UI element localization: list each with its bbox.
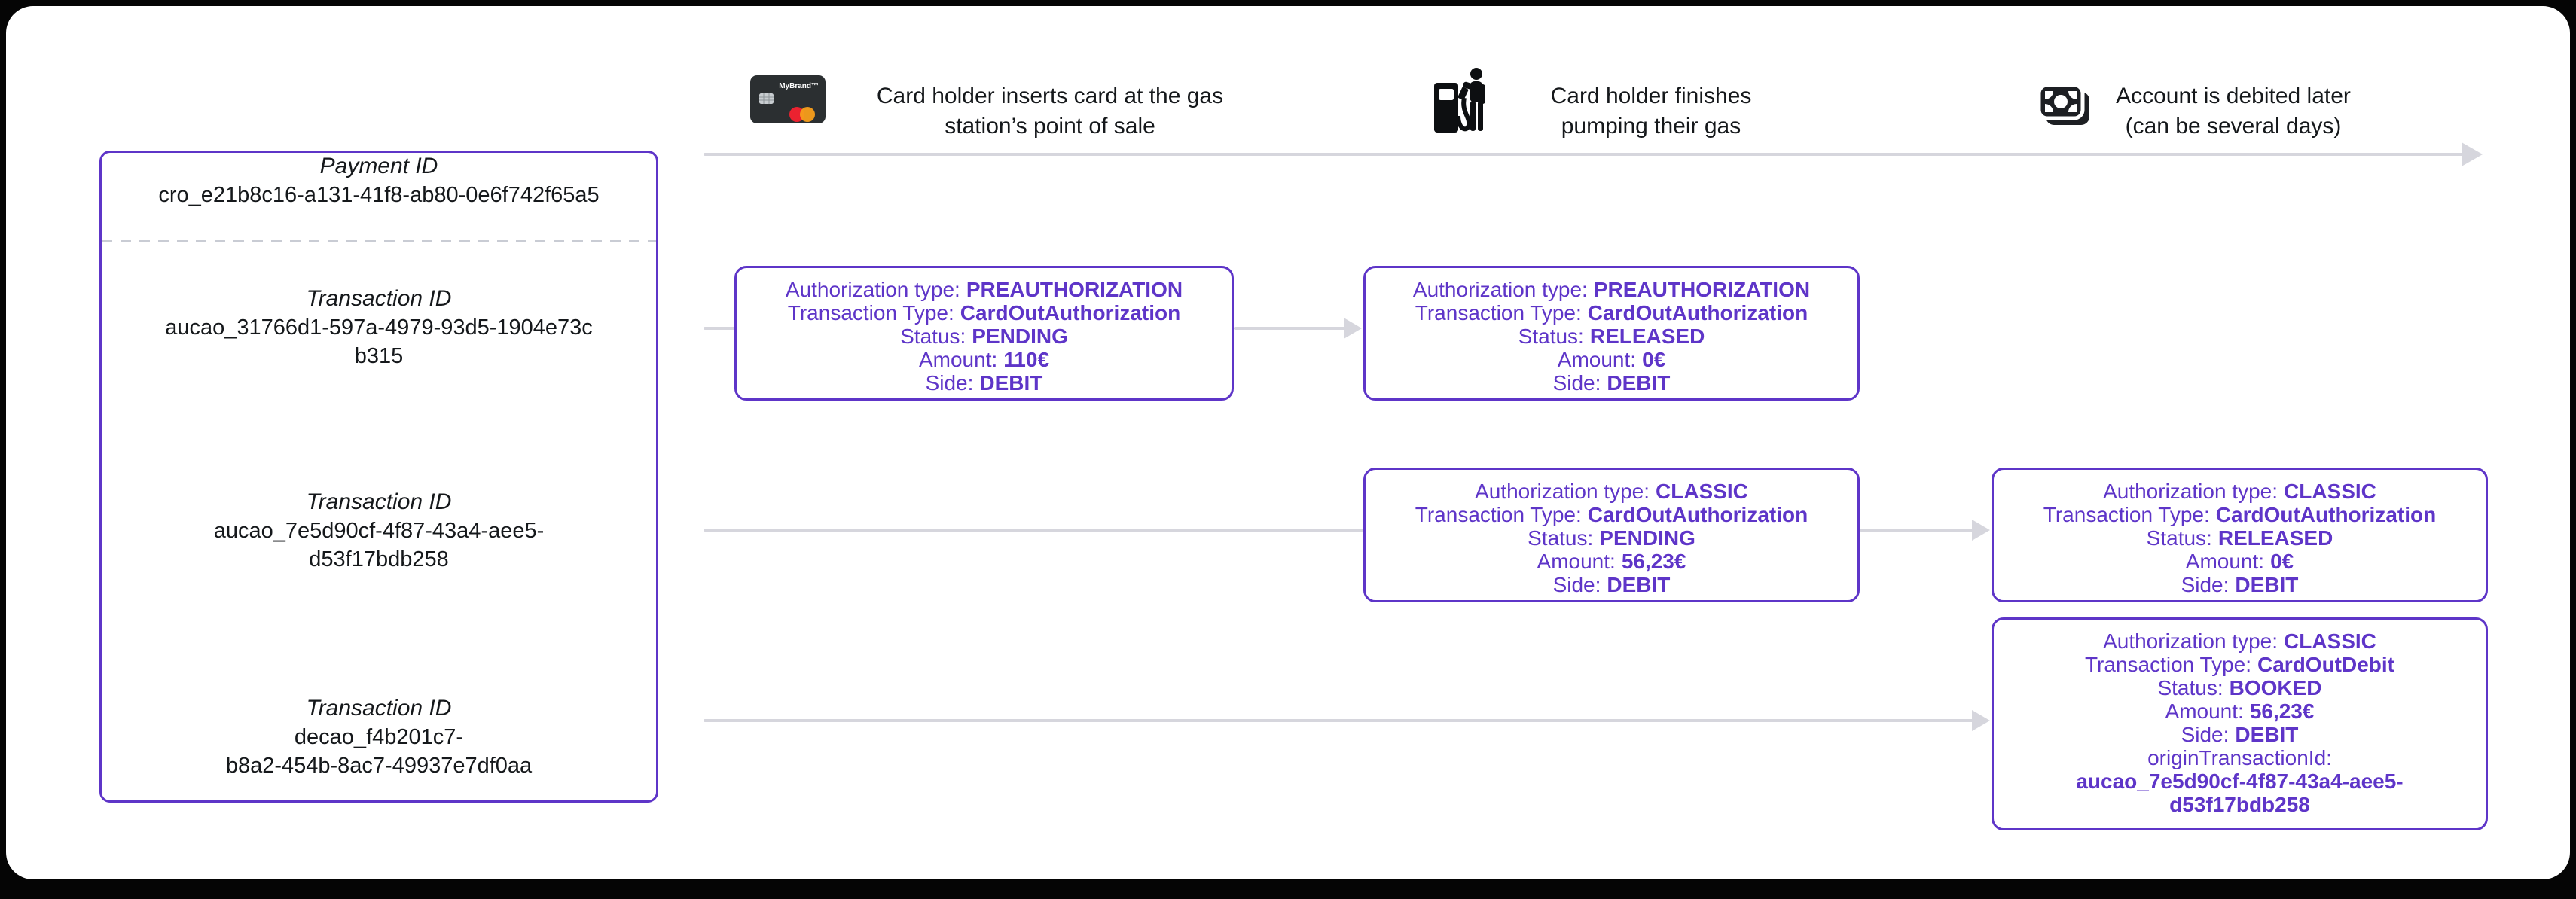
diagram-canvas: MyBrand™ Card holder inserts card at the…	[6, 6, 2570, 879]
box-line: Side:DEBIT	[2181, 573, 2299, 596]
connector-row3-arrow	[704, 719, 1973, 722]
step-1-caption: Card holder inserts card at the gas stat…	[876, 84, 1224, 139]
box-line-origin-label: originTransactionId:	[2147, 746, 2332, 769]
connector-row1-stub	[704, 327, 735, 330]
txbox-preauth-pending: Authorization type:PREAUTHORIZATION Tran…	[734, 266, 1234, 401]
step-3-caption: Account is debited later (can be several…	[2116, 84, 2351, 139]
transaction-id-group-3: Transaction ID decao_f4b201c7- b8a2-454b…	[113, 694, 645, 780]
box-line: Status:RELEASED	[2146, 526, 2333, 550]
box-line: Authorization type:CLASSIC	[1475, 480, 1748, 503]
box-line: Transaction Type:CardOutAuthorization	[787, 301, 1181, 325]
box-line: Transaction Type:CardOutAuthorization	[1415, 503, 1808, 526]
connector-row2-line	[704, 529, 1363, 532]
box-line: Side:DEBIT	[2181, 723, 2299, 746]
card-brand-text: MyBrand™	[779, 82, 819, 90]
connector-row3-arrowhead-icon	[1972, 710, 1990, 731]
box-line: Side:DEBIT	[1552, 371, 1671, 395]
transaction-id-label: Transaction ID	[306, 489, 452, 514]
txbox-classic-pending: Authorization type:CLASSIC Transaction T…	[1363, 468, 1860, 602]
transaction-id-value: aucao_7e5d90cf-4f87-43a4-aee5- d53f17bdb…	[213, 519, 545, 571]
credit-card-icon: MyBrand™	[750, 75, 826, 123]
payment-ids-panel	[99, 151, 658, 803]
box-line: Amount:0€	[2185, 550, 2294, 573]
box-line: Status:RELEASED	[1518, 325, 1705, 348]
connector-row2-arrowhead-icon	[1972, 520, 1990, 541]
box-line: Status:PENDING	[1528, 526, 1695, 550]
transaction-id-group-2: Transaction ID aucao_7e5d90cf-4f87-43a4-…	[113, 488, 645, 574]
step-2-caption: Card holder finishes pumping their gas	[1550, 84, 1752, 139]
box-line: Amount:110€	[918, 348, 1050, 371]
txbox-classic-released: Authorization type:CLASSIC Transaction T…	[1992, 468, 2488, 602]
payment-id-value: cro_e21b8c16-a131-41f8-ab80-0e6f742f65a5	[158, 183, 600, 207]
box-line: Authorization type:CLASSIC	[2103, 629, 2376, 653]
box-line: Amount:56,23€	[2165, 699, 2315, 723]
connector-row2-arrow	[1860, 529, 1973, 532]
box-line: Authorization type:CLASSIC	[2103, 480, 2376, 503]
box-line: Authorization type:PREAUTHORIZATION	[1412, 278, 1811, 301]
payment-id-label: Payment ID	[319, 154, 438, 178]
box-line: Status:BOOKED	[2157, 676, 2322, 699]
transaction-id-value: decao_f4b201c7- b8a2-454b-8ac7-49937e7df…	[225, 725, 533, 778]
panel-dashed-divider	[102, 240, 656, 242]
box-line: Authorization type:PREAUTHORIZATION	[785, 278, 1183, 301]
connector-row1-arrow	[1234, 327, 1345, 330]
box-line: Transaction Type:CardOutAuthorization	[1415, 301, 1808, 325]
connector-row1-arrowhead-icon	[1344, 318, 1362, 339]
txbox-classic-booked: Authorization type:CLASSIC Transaction T…	[1992, 617, 2488, 830]
box-line: Transaction Type:CardOutAuthorization	[2043, 503, 2437, 526]
box-line: Amount:56,23€	[1537, 550, 1686, 573]
box-line: Side:DEBIT	[1552, 573, 1671, 596]
gas-pump-icon	[1434, 68, 1485, 133]
box-line-origin-value: aucao_7e5d90cf-4f87-43a4-aee5- d53f17bdb…	[2076, 769, 2404, 816]
payment-id-group: Payment ID cro_e21b8c16-a131-41f8-ab80-0…	[113, 152, 645, 209]
transaction-id-label: Transaction ID	[306, 696, 452, 721]
box-line: Status:PENDING	[900, 325, 1068, 348]
box-line: Side:DEBIT	[925, 371, 1043, 395]
timeline-arrowhead-icon	[2462, 142, 2483, 166]
transaction-id-group-1: Transaction ID aucao_31766d1-597a-4979-9…	[113, 285, 645, 370]
box-line: Transaction Type:CardOutDebit	[2084, 653, 2394, 676]
transaction-id-value: aucao_31766d1-597a-4979-93d5-1904e73c b3…	[165, 315, 593, 368]
txbox-preauth-released: Authorization type:PREAUTHORIZATION Tran…	[1363, 266, 1860, 401]
transaction-id-label: Transaction ID	[306, 286, 452, 311]
timeline-line	[704, 153, 2463, 156]
box-line: Amount:0€	[1557, 348, 1666, 371]
banknote-icon	[2037, 83, 2089, 125]
